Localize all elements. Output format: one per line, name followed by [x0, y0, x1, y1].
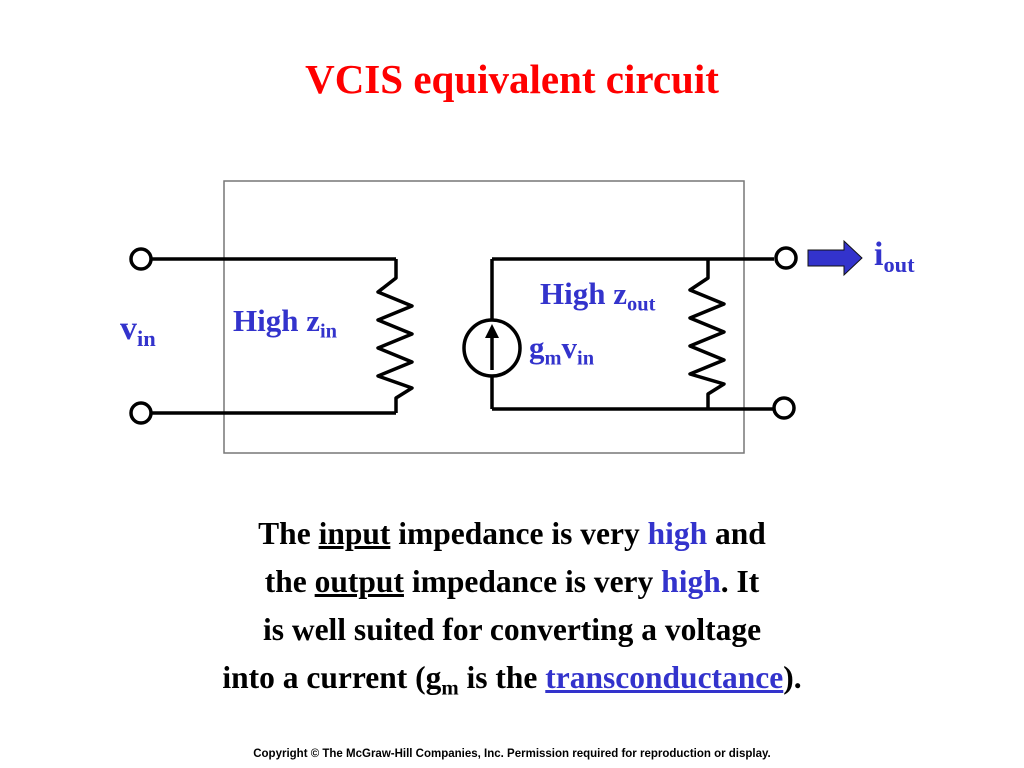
- output-top-terminal: [774, 246, 798, 270]
- description-line-3: is well suited for converting a voltage: [262, 612, 762, 647]
- input-top-terminal: [129, 247, 153, 271]
- description-text: The input impedance is very high and the…: [100, 510, 924, 713]
- page-title: VCIS equivalent circuit: [305, 56, 719, 102]
- iout-label: iout: [874, 236, 915, 278]
- zout-label: High zout: [540, 276, 656, 316]
- output-resistor: [688, 259, 726, 409]
- description-line-1: The input impedance is very high and: [258, 516, 766, 551]
- zin-label: High zin: [233, 303, 338, 343]
- copyright-footer: Copyright © The McGraw-Hill Companies, I…: [253, 748, 771, 760]
- device-box: [223, 180, 745, 454]
- vin-label: vin: [120, 310, 156, 352]
- current-source: [462, 318, 522, 378]
- description-line-2: the output impedance is very high. It: [264, 564, 760, 599]
- output-bottom-terminal: [772, 396, 796, 420]
- source-arrow-icon: [485, 324, 499, 338]
- description-line-4: into a current (gm is the transconductan…: [222, 660, 802, 700]
- input-bottom-terminal: [129, 401, 153, 425]
- output-current-arrow-icon: [807, 239, 863, 277]
- input-resistor: [376, 259, 414, 413]
- gm-vin-label: gmvin: [529, 330, 595, 370]
